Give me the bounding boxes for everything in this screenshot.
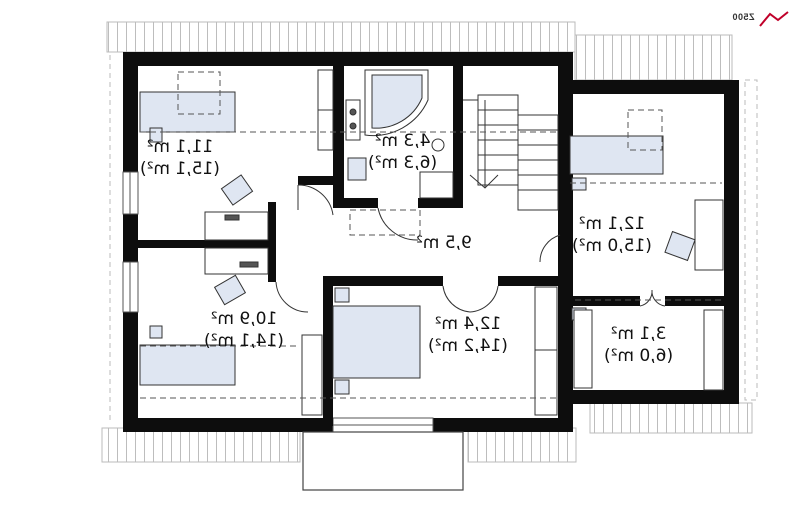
logo: Z500: [732, 9, 790, 27]
stairs: [463, 94, 559, 211]
room-gross-area: (15,0 m²): [572, 236, 652, 256]
beds: [139, 91, 664, 395]
room-gross-area: (14,2 m²): [428, 336, 508, 356]
interior-walls: [138, 66, 725, 426]
room-gross-area: (14,1 m²): [204, 331, 284, 351]
bathroom-fixtures: [345, 69, 454, 199]
room-label-wardrobe: 3,1 m² (6,0 m²): [604, 323, 673, 367]
room-label-bedroom-top-left: 11,1 m² (15,1 m²): [140, 136, 220, 180]
desks: [204, 174, 724, 306]
room-area: 9,5 m²: [416, 233, 472, 253]
dashed-lines: [140, 71, 722, 399]
room-label-master-bedroom: 12,4 m² (14,2 m²): [428, 313, 508, 357]
windows: [122, 171, 434, 433]
room-label-bedroom-bottom-left: 10,9 m² (14,1 m²): [204, 308, 284, 352]
wardrobes: [301, 69, 724, 416]
balcony: [302, 431, 464, 491]
room-gross-area: (6,0 m²): [604, 346, 674, 366]
room-area: 10,9 m²: [210, 309, 278, 329]
room-gross-area: (15,1 m²): [140, 159, 220, 179]
room-label-hall: 9,5 m²: [416, 232, 472, 254]
room-area: 12,1 m²: [578, 214, 646, 234]
room-area: 3,1 m²: [610, 324, 667, 344]
room-area: 11,1 m²: [146, 137, 214, 157]
room-area: 4,3 m²: [374, 131, 431, 151]
room-gross-area: (6,3 m²): [368, 153, 438, 173]
room-label-bathroom: 4,3 m² (6,3 m²): [368, 130, 437, 174]
logo-mark: [759, 11, 789, 27]
doors: [275, 184, 666, 313]
room-area: 12,4 m²: [434, 314, 502, 334]
room-label-bedroom-right: 12,1 m² (15,0 m²): [572, 213, 652, 257]
logo-text: Z500: [732, 12, 755, 22]
